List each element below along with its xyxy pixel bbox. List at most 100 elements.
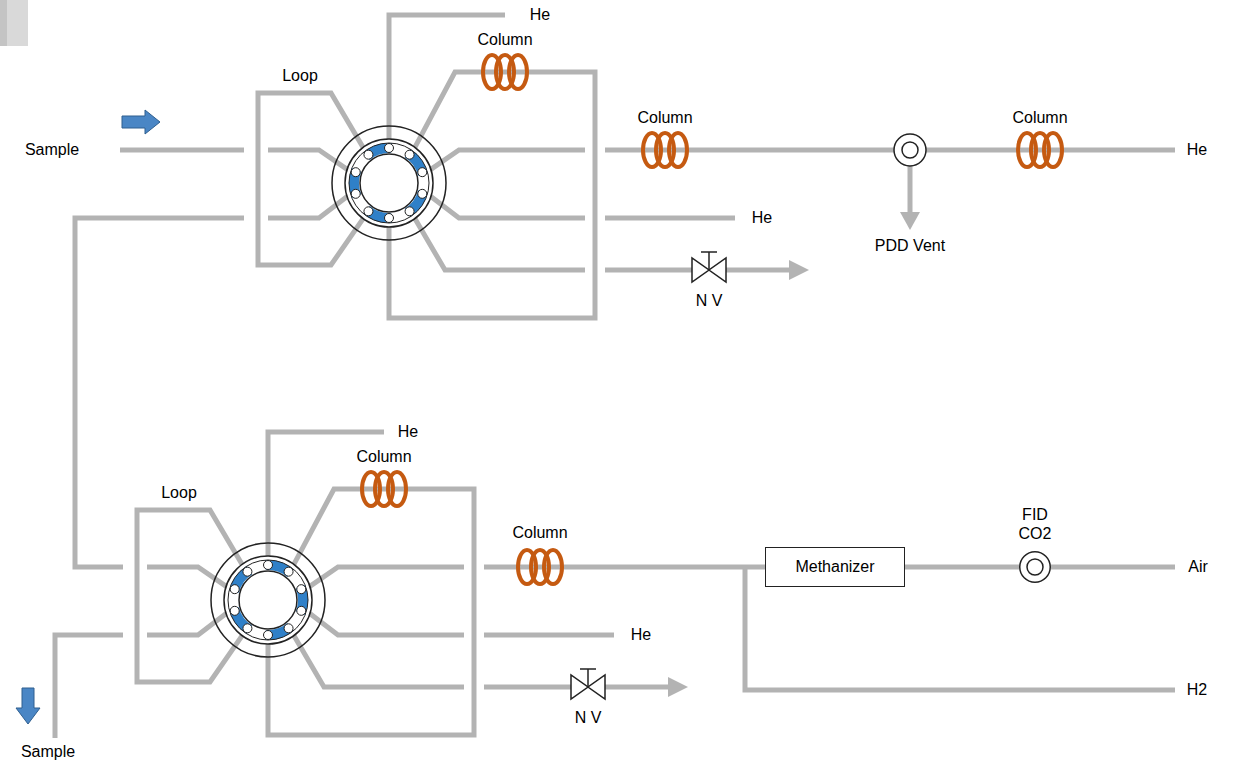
column-label: Column	[1012, 109, 1067, 127]
needle-valve-symbol	[692, 252, 726, 282]
valve-rotor	[224, 556, 312, 644]
tube	[605, 216, 735, 221]
needle-valve-symbol	[571, 669, 605, 699]
tube	[605, 685, 670, 690]
valve-hub	[360, 154, 418, 212]
coil-turn	[509, 55, 527, 89]
valve-body	[571, 675, 588, 699]
tube	[415, 219, 585, 270]
tube	[431, 150, 585, 169]
valve-port	[405, 150, 414, 159]
column-coil	[362, 472, 406, 506]
sample-outlet-label: Sample	[21, 743, 75, 761]
tube	[294, 636, 464, 687]
detector-outer	[894, 134, 926, 166]
gas-inlet-name: He	[1187, 141, 1207, 159]
tube	[484, 633, 614, 638]
tube	[908, 166, 913, 214]
valve-housing	[211, 543, 325, 657]
flow-arrowhead	[789, 260, 809, 280]
valve-ring	[228, 560, 308, 640]
instrument-edge	[0, 0, 7, 46]
detector-inner	[902, 142, 918, 158]
fid-detector: FID CO2	[1019, 551, 1051, 583]
tube	[389, 72, 595, 318]
tube	[75, 218, 244, 567]
flow-arrowhead	[668, 677, 688, 697]
column-label: Column	[637, 109, 692, 127]
column-label: Column	[356, 448, 411, 466]
tube	[120, 148, 244, 153]
valve-port	[418, 189, 427, 198]
valve-port	[264, 561, 273, 570]
loop-label: Loop	[161, 484, 197, 502]
valve-port	[264, 631, 273, 640]
sample-flow-arrow	[16, 688, 40, 724]
needle-valve-label: N V	[696, 292, 723, 310]
valve-port	[243, 567, 252, 576]
tube	[268, 489, 474, 735]
gas-inlet-name: He	[398, 423, 418, 441]
detector-label: FID CO2	[1013, 506, 1057, 543]
valve-handle	[580, 668, 596, 670]
tube	[147, 567, 226, 586]
rotary-valve	[211, 543, 325, 657]
coil-turn	[388, 472, 406, 506]
vent-label: PDD Vent	[875, 237, 945, 255]
coil-turn	[544, 550, 562, 584]
column-label: Column	[512, 524, 567, 542]
tube	[605, 148, 894, 153]
tube-connector	[905, 565, 1019, 570]
valve-body	[692, 258, 709, 282]
sample-flow-arrow	[122, 110, 160, 134]
tube	[484, 565, 766, 570]
tubing	[55, 15, 1175, 738]
valve-port	[385, 214, 394, 223]
instrument-edge	[0, 0, 28, 46]
detector-outline	[1019, 551, 1051, 583]
coil-turn	[1044, 133, 1062, 167]
valve-port	[243, 624, 252, 633]
tube	[431, 197, 585, 218]
box-label: Methanizer	[795, 558, 874, 576]
valve-port	[351, 189, 360, 198]
needle-valve-label: N V	[575, 709, 602, 727]
gas-inlet-name: He	[631, 626, 651, 644]
valve-hub	[239, 571, 297, 629]
valve-port	[418, 168, 427, 177]
valve-rotor	[345, 139, 433, 227]
valve-port	[364, 150, 373, 159]
valve-port	[405, 207, 414, 216]
components	[16, 55, 1062, 724]
valve-housing	[332, 126, 446, 240]
tube	[726, 268, 791, 273]
valve-body	[709, 258, 726, 282]
column-coil	[1018, 133, 1062, 167]
pdd-detector	[894, 134, 926, 166]
valve-port	[351, 168, 360, 177]
tube	[605, 268, 692, 273]
valve-ring	[349, 143, 429, 223]
gas-inlet-name: Air	[1188, 558, 1208, 576]
tube	[484, 685, 571, 690]
loop-label: Loop	[282, 67, 318, 85]
valve-stem	[708, 252, 710, 270]
detector-inner	[1027, 559, 1043, 575]
valve-port	[230, 606, 239, 615]
gas-inlet-name: He	[752, 209, 772, 227]
valve-port	[284, 624, 293, 633]
tube	[310, 567, 464, 586]
coil-turn	[669, 133, 687, 167]
rotary-valve	[332, 126, 446, 240]
flow-arrowhead	[900, 212, 920, 230]
valve-port	[364, 207, 373, 216]
tube	[268, 150, 347, 169]
valve-handle	[701, 251, 717, 253]
detector-outer	[1020, 552, 1051, 583]
valve-body	[588, 675, 605, 699]
column-coil	[483, 55, 527, 89]
tube	[310, 614, 464, 635]
column-coil	[518, 550, 562, 584]
